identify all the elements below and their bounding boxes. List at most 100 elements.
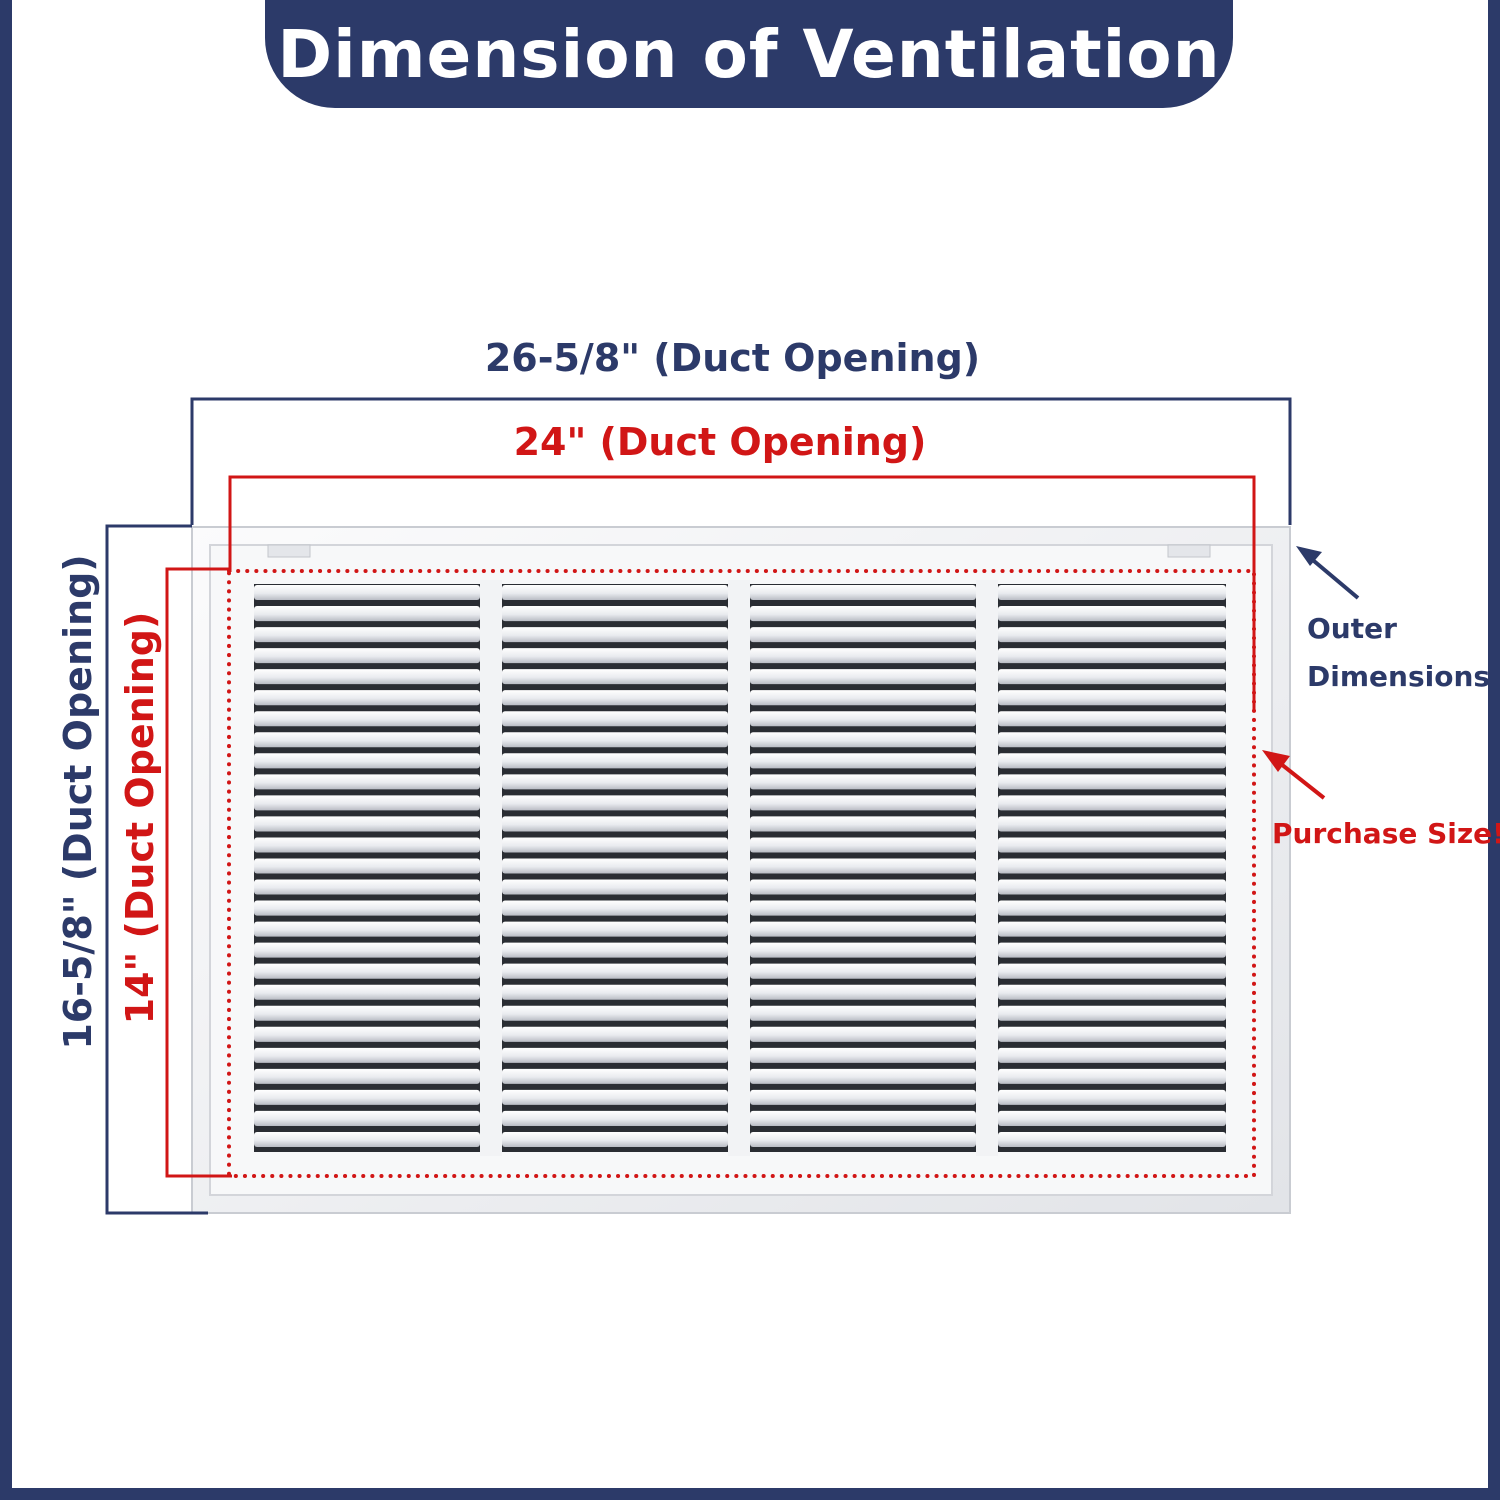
louver-slat [502,858,728,874]
page-title: Dimension of Ventilation [277,15,1221,93]
louver-slat [998,669,1226,685]
louver-slat [502,795,728,811]
louver-slat [750,921,976,937]
louver-slat [998,648,1226,664]
inner-height-label: 14" (Duct Opening) [118,611,162,1025]
louver-slat [998,963,1226,979]
louver-slat [254,1110,480,1126]
louver-slat [998,606,1226,622]
louver-slat [254,585,480,601]
louver-slat [254,837,480,853]
grille [191,526,1291,1214]
louver-slat [254,669,480,685]
louver-slat [998,1026,1226,1042]
louver-slat [750,900,976,916]
louver-slat [750,648,976,664]
louver-slat [998,1047,1226,1063]
louver-slat [502,837,728,853]
louver-slat [998,795,1226,811]
louver-slat [750,753,976,769]
louver-slat [254,963,480,979]
louver-slat [502,627,728,643]
louver-slat [254,1005,480,1021]
louver-slat [998,984,1226,1000]
louver-slat [502,690,728,706]
louver-slat [254,942,480,958]
louver-slat [502,711,728,727]
inner-width-label: 24" (Duct Opening) [513,420,927,464]
louver-slat [502,732,728,748]
louver-slat [998,690,1226,706]
louver-slat [254,879,480,895]
louver-slat [502,1131,728,1147]
louver-slat [998,816,1226,832]
louver-slat [254,1131,480,1147]
louver-slat [750,627,976,643]
louver-slat [502,984,728,1000]
louver-slat [502,753,728,769]
louver-slat [254,858,480,874]
louver-slat [750,1047,976,1063]
louver-slat [750,669,976,685]
louver-slat [254,921,480,937]
louver-slat [998,711,1226,727]
louver-slat [998,921,1226,937]
outer-width-line [190,397,1292,525]
purchase-size-outline [227,569,1256,1178]
louver-slat [998,879,1226,895]
louver-slat [750,816,976,832]
louver-slat [998,732,1226,748]
louver-slat [254,753,480,769]
louver-slat [254,1026,480,1042]
louver-slat [750,984,976,1000]
louver-slat [998,1131,1226,1147]
louver-slat [502,648,728,664]
louver-slat [998,1089,1226,1105]
outer-dimension-lines [105,397,1292,1215]
grille-louvers [254,580,1226,1156]
louver-slat [750,942,976,958]
louver-divider [480,580,502,1156]
louver-slat [750,963,976,979]
outer-dimensions-label: Outer Dimensions [1307,612,1491,693]
louver-slat [750,711,976,727]
louver-slat [502,606,728,622]
louver-slat [502,816,728,832]
louver-slat [750,774,976,790]
louver-divider [728,580,750,1156]
louver-slat [502,1089,728,1105]
louver-slat [254,732,480,748]
louver-slat [502,963,728,979]
louver-slat [998,1110,1226,1126]
louver-slat [750,1026,976,1042]
louver-slat [502,1026,728,1042]
louver-slat [254,1068,480,1084]
purchase-size-label: Purchase Size! [1272,817,1500,850]
outer-height-line [105,524,208,1215]
louver-slat [750,1110,976,1126]
louver-slat [254,1047,480,1063]
louver-slat [998,858,1226,874]
louver-slat [750,606,976,622]
louver-slat [254,816,480,832]
inner-height-line [165,567,232,1178]
louver-slat [750,732,976,748]
louver-slat [502,1005,728,1021]
louver-slat [502,921,728,937]
louver-slat [750,690,976,706]
louver-slat [502,879,728,895]
louver-slat [254,648,480,664]
louver-slat [254,690,480,706]
louver-slat [502,774,728,790]
title-banner: Dimension of Ventilation [265,0,1233,108]
louver-slat [750,585,976,601]
louver-slat [750,858,976,874]
louver-slat [750,795,976,811]
louver-slat [998,900,1226,916]
louver-slat [254,606,480,622]
louver-slat [998,753,1226,769]
outer-width-label: 26-5/8" (Duct Opening) [484,336,981,380]
louver-slat [254,627,480,643]
louver-divider [976,580,998,1156]
